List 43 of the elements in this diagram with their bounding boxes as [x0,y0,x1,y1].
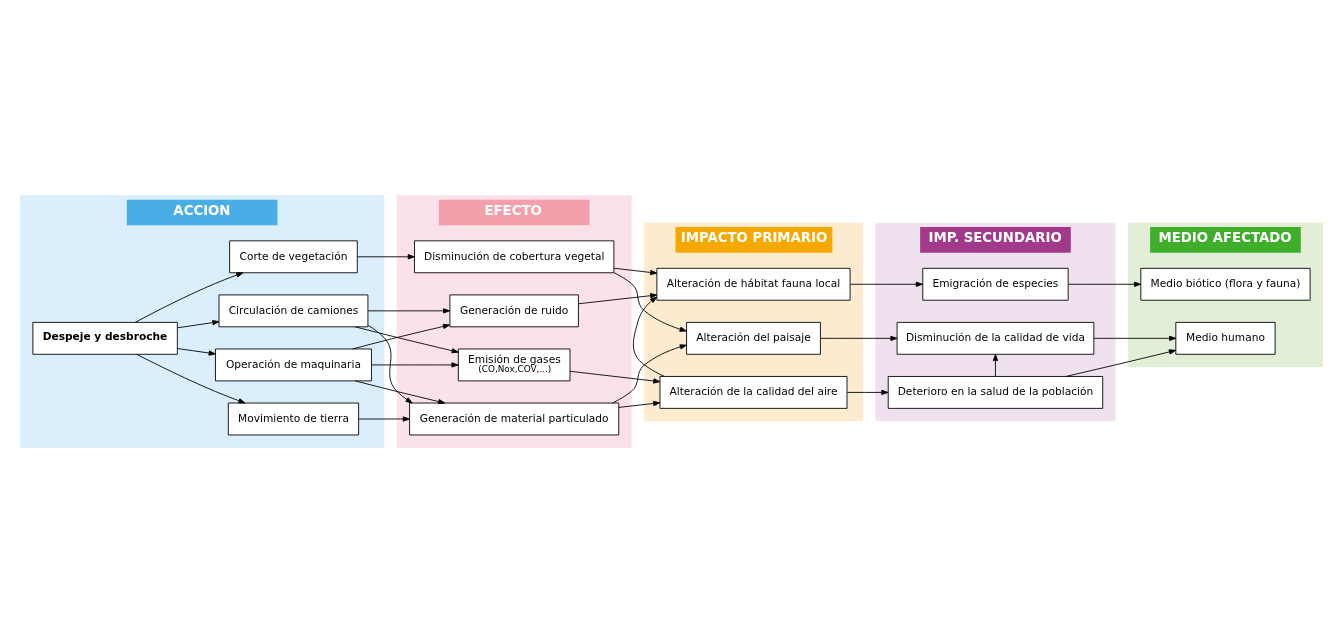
node-box: Alteración del paisaje [686,321,821,355]
node-box: Corte de vegetación [229,240,358,274]
arrow [632,296,665,377]
arrow [569,370,661,384]
arrow [358,416,410,422]
arrow [136,353,246,404]
arrow [613,272,687,332]
arrow [578,293,658,305]
node-box: Generación de ruido [449,294,579,328]
node-box: Deterioro en la salud de la población [887,376,1104,409]
node-box: Alteración de la calidad del aire [659,376,848,409]
arrow [1065,349,1176,377]
arrow [177,348,216,356]
arrow [1093,335,1177,341]
node-box: Despeje y desbroche [32,321,178,355]
node-box: Disminución de la calidad de vida [896,321,1095,355]
arrow [134,272,244,323]
arrow [613,267,658,276]
arrow [354,380,446,405]
arrow [367,308,451,314]
arrow [356,254,415,260]
arrow [354,326,459,354]
arrow [612,344,687,404]
node-box: Generación de material particulado [409,402,620,436]
node-box: Emigración de especies [922,267,1069,301]
arrow [177,320,220,329]
node-box: Disminución de cobertura vegetal [414,240,615,274]
arrow [1067,281,1142,287]
arrow [352,323,451,350]
node-box: Operación de maquinaria [215,348,372,382]
node-box: Medio humano [1175,321,1276,355]
arrow [992,353,999,377]
arrow [846,389,889,396]
arrow [820,335,898,341]
node-box: Circulación de camiones [218,294,369,328]
arrow [367,325,413,404]
node-box: Alteración de hábitat fauna local [656,267,851,301]
arrow [849,281,923,287]
node-box: Movimiento de tierra [227,402,360,436]
node-box: Emisión de gases (CO,Nox,COV,...) [457,348,571,382]
node-box: Medio biótico (flora y fauna) [1140,267,1311,301]
arrow [371,362,459,368]
arrow [618,400,661,408]
